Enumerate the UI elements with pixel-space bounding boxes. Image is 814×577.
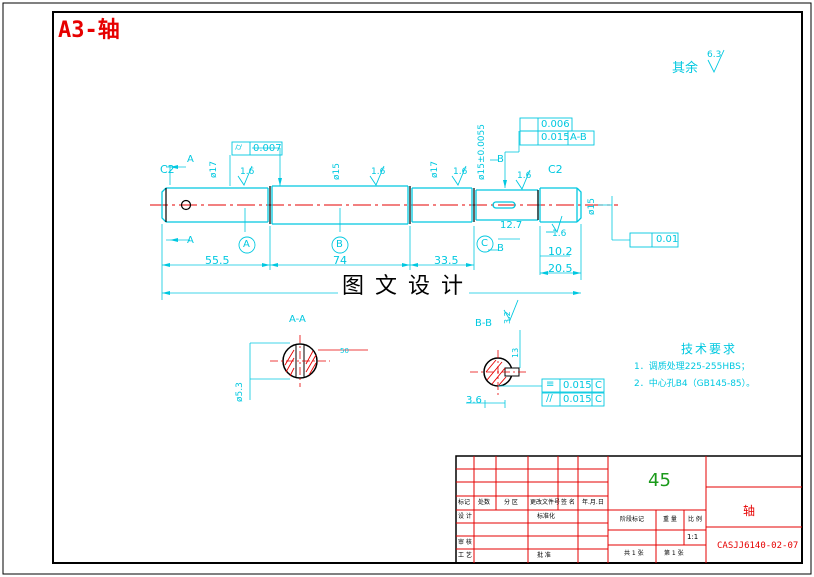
tb-approve: 批 准 bbox=[537, 552, 551, 559]
fcf-flatness-value: 0.01 bbox=[656, 234, 679, 245]
tb-header-4: 签 名 bbox=[561, 499, 575, 506]
inner-frame bbox=[52, 11, 803, 564]
dim-74: 74 bbox=[333, 254, 347, 267]
section-aa-depth: 50 bbox=[340, 347, 349, 355]
tb-header-0: 标记 bbox=[458, 499, 471, 506]
fcf-sym-datum: C bbox=[595, 380, 602, 391]
rough-3: 1.6 bbox=[453, 167, 468, 177]
fcf-par-datum: C bbox=[595, 394, 602, 405]
tb-stage: 阶段标记 bbox=[620, 516, 645, 523]
tb-header-1: 处数 bbox=[478, 499, 491, 506]
scale-value: 1:1 bbox=[687, 533, 699, 541]
section-aa-title: A-A bbox=[289, 314, 306, 325]
tb-header-5: 年.月.日 bbox=[582, 499, 604, 506]
shaft-edges bbox=[165, 186, 539, 224]
tb-weight: 重 量 bbox=[663, 516, 677, 523]
dia-2: ø15 bbox=[332, 163, 342, 180]
tb-ratio: 比 例 bbox=[688, 516, 702, 523]
tb-sheets-total: 共 1 张 bbox=[624, 550, 644, 557]
fcf-par-symbol: // bbox=[546, 393, 553, 404]
datum-a-label: A bbox=[243, 239, 250, 250]
section-aa bbox=[249, 335, 368, 400]
dim-10-2: 10.2 bbox=[548, 245, 573, 258]
tb-sheet-num: 第 1 张 bbox=[664, 550, 684, 557]
fcf-frames bbox=[231, 117, 679, 407]
tech-req-title: 技术要求 bbox=[681, 342, 738, 356]
material-value: 45 bbox=[648, 470, 671, 491]
roughness-symbols bbox=[237, 49, 725, 322]
section-aa-dia: ø5.3 bbox=[235, 382, 245, 402]
part-name: 轴 bbox=[743, 504, 756, 518]
dim-55-5: 55.5 bbox=[205, 254, 230, 267]
cut-a-bottom: A bbox=[187, 235, 194, 246]
tb-header-2: 分 区 bbox=[504, 499, 518, 506]
section-bb bbox=[466, 330, 542, 408]
watermark-text: 图 文 设 计 bbox=[338, 276, 469, 298]
dim-33-5: 33.5 bbox=[434, 254, 459, 267]
fcf-right-value1: 0.006 bbox=[541, 119, 570, 130]
dia-3: ø17 bbox=[430, 161, 440, 178]
fcf-top-value: 0.007 bbox=[253, 143, 282, 154]
dimension-lines bbox=[161, 131, 630, 300]
dim-20-5: 20.5 bbox=[548, 262, 573, 275]
rough-5: 1.6 bbox=[552, 229, 567, 239]
rough-2: 1.6 bbox=[371, 167, 386, 177]
dimension-arrows bbox=[162, 165, 581, 295]
dia-1: ø17 bbox=[209, 161, 219, 178]
section-bb-dim: 3.6 bbox=[466, 395, 482, 406]
dim-12-7: 12.7 bbox=[500, 220, 523, 231]
tb-row-process: 工 艺 bbox=[458, 552, 472, 559]
fcf-top-symbol: ⌭ bbox=[235, 142, 243, 153]
surface-finish-value: 6.3 bbox=[707, 50, 722, 60]
dia-4: ø15±0.0055 bbox=[477, 124, 487, 180]
cross-hole bbox=[180, 199, 192, 211]
datum-b-label: B bbox=[336, 239, 343, 250]
tb-header-3: 更改文件号 bbox=[530, 499, 561, 506]
dia-5: ø15 bbox=[587, 198, 597, 215]
chamfer-right: C2 bbox=[548, 163, 563, 176]
chamfer-left: C2 bbox=[160, 163, 175, 176]
cut-a-top: A bbox=[187, 154, 194, 165]
tech-req-item-1: 1．调质处理225-255HBS； bbox=[634, 362, 750, 372]
tb-row-review: 审 核 bbox=[458, 539, 472, 546]
tech-req-item-2: 2．中心孔B4（GB145-85）。 bbox=[634, 379, 756, 389]
fcf-sym-symbol: ≡ bbox=[546, 379, 555, 390]
fcf-right-datum: A-B bbox=[570, 132, 587, 143]
fcf-sym-value: 0.015 bbox=[563, 380, 592, 391]
cut-b-bottom: B bbox=[497, 243, 504, 254]
tb-row-design: 设 计 bbox=[458, 513, 472, 520]
datum-c-label: C bbox=[481, 238, 488, 249]
shaft-outline bbox=[161, 185, 582, 225]
surface-finish-label: 其余 bbox=[672, 61, 699, 76]
fcf-par-value: 0.015 bbox=[563, 394, 592, 405]
tb-std: 标准化 bbox=[537, 513, 556, 520]
rough-4: 1.6 bbox=[517, 171, 532, 181]
title-block-grid bbox=[455, 455, 803, 564]
fcf-right-value2: 0.015 bbox=[541, 132, 570, 143]
section-bb-title: B-B bbox=[475, 318, 492, 329]
rough-1: 1.6 bbox=[240, 167, 255, 177]
section-bb-rough: 3.2 bbox=[503, 311, 512, 324]
cut-b-top: B bbox=[497, 154, 504, 165]
sheet-title: A3-轴 bbox=[58, 18, 120, 43]
drawing-number: CASJJ6140-02-07 bbox=[717, 541, 799, 551]
section-bb-depth: 13 bbox=[511, 347, 520, 358]
